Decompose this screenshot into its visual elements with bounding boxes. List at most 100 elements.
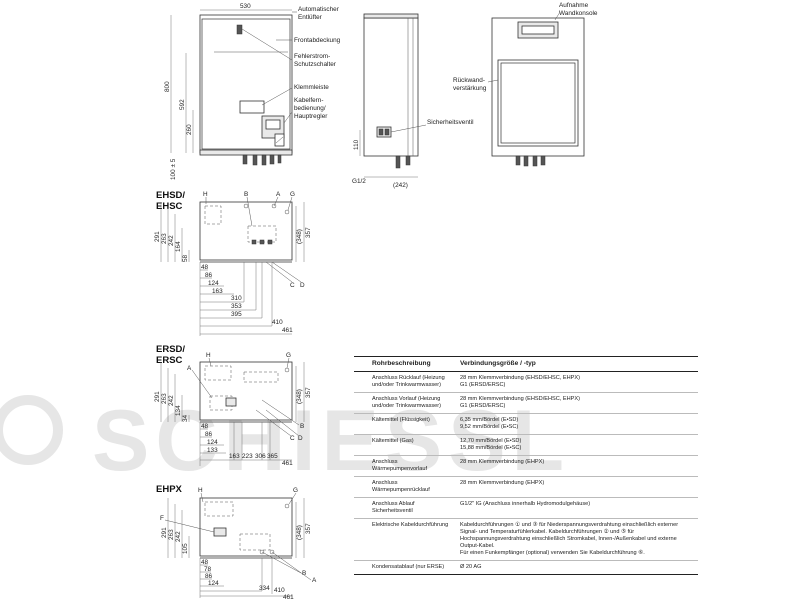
bdim: 133: [207, 447, 218, 454]
table-header-row: Rohrbeschreibung Verbindungsgröße / -typ: [354, 355, 698, 373]
table-row: Anschluss Ablauf Sicherheitsventil G1/2"…: [354, 497, 698, 520]
row-description: Anschluss Rücklauf (Heizung und/oder Tri…: [354, 371, 457, 394]
row-connection: 28 mm Klemmverbindung (EHPX): [457, 476, 698, 499]
row-description: Kältemittel (Gas): [354, 434, 457, 457]
plan-title: ERSD/: [156, 344, 185, 355]
vertical-dimensions: 291 263 242 134 34: [154, 362, 190, 422]
bdim: 124: [207, 439, 218, 446]
right-dimensions: (348) 357: [295, 202, 312, 262]
label-frontabdeckung: Frontabdeckung: [294, 37, 341, 44]
letter-h: H: [206, 352, 211, 359]
vdim: 291: [154, 391, 161, 402]
bdim: 86: [205, 573, 213, 580]
row-connection: Kabeldurchführungen ① und ③ für Niedersp…: [457, 518, 698, 561]
dim-110: 110: [353, 139, 360, 150]
vdim: 242: [168, 235, 175, 246]
letter-f: F: [160, 515, 164, 522]
label-kabelfern-2: bedienung/: [294, 105, 326, 112]
bdim: 223: [242, 453, 253, 460]
vdim: 34: [182, 414, 189, 422]
table-row: Anschluss Rücklauf (Heizung und/oder Tri…: [354, 371, 698, 394]
letter-b: B: [300, 423, 304, 430]
plan-title: EHSD/: [156, 190, 185, 201]
bdim: 334: [259, 585, 270, 592]
label-aufnahme-1: Aufnahme: [559, 2, 589, 9]
bdim: 310: [231, 295, 242, 302]
vdim: 263: [161, 233, 168, 244]
plan-outline: [199, 361, 293, 421]
row-connection: Ø 20 AG: [457, 560, 698, 575]
header-verbindung: Verbindungsgröße / -typ: [457, 355, 698, 373]
bottom-dimensions: 48 78 86 124 334 410 461: [199, 558, 294, 601]
label-rueckwand-1: Rückwand-: [453, 77, 485, 84]
terminal-strip: [239, 100, 265, 114]
vdim: 105: [182, 543, 189, 554]
letter-a: A: [187, 365, 192, 372]
dim-592: 592: [179, 99, 186, 110]
row-connection: 28 mm Klemmverbindung (EHSD/EHSC, EHPX) …: [457, 392, 698, 415]
vdim: 58: [182, 254, 189, 262]
bdim: 461: [282, 460, 293, 467]
rdim: 357: [305, 227, 312, 238]
bdim: 124: [208, 580, 219, 587]
table-row: Anschluss Wärmepumpenrücklauf 28 mm Klem…: [354, 476, 698, 499]
plan-outline: [199, 201, 293, 261]
vdim: 263: [161, 393, 168, 404]
rdim: 357: [305, 523, 312, 534]
pipe-stubs-front: [242, 154, 282, 166]
row-connection: 6,35 mm/Bördel (E•SD) 9,52 mm/Bördel (E•…: [457, 413, 698, 436]
plan-ersd-ersc: ERSD/ ERSC H G A B C D 291 263 242 134: [154, 344, 312, 467]
connection-table: Rohrbeschreibung Verbindungsgröße / -typ…: [354, 355, 698, 575]
label-entluefter-1: Automatischer: [298, 6, 340, 13]
letter-c: C: [290, 282, 295, 289]
rear-view: Aufnahme Wandkonsole Rückwand- verstärku…: [453, 2, 598, 167]
letter-a: A: [276, 191, 281, 198]
bdim: 78: [204, 566, 212, 573]
table-row: Elektrische Kabeldurchführung Kabeldurch…: [354, 518, 698, 561]
plan-outline: [199, 497, 293, 557]
row-description: Kältemittel (Flüssigkeit): [354, 413, 457, 436]
table-row: Kondensatablauf (nur ERSE) Ø 20 AG: [354, 560, 698, 575]
vdim: 242: [168, 395, 175, 406]
bdim: 353: [231, 303, 242, 310]
label-kabelfern-3: Hauptregler: [294, 113, 328, 120]
rdim: (348): [296, 525, 303, 540]
header-rohrbeschreibung: Rohrbeschreibung: [354, 355, 457, 373]
letter-d: D: [298, 435, 303, 442]
row-connection: 28 mm Klemmverbindung (EHSD/EHSC, EHPX) …: [457, 371, 698, 394]
letter-d: D: [300, 282, 305, 289]
front-view: 530 800 592 260 100 ± 5 Automatischer En…: [164, 3, 341, 180]
rdim: (348): [296, 389, 303, 404]
bdim: 48: [201, 559, 209, 566]
bdim: 306: [255, 453, 266, 460]
table-row: Kältemittel (Gas) 12,70 mm/Bördel (E•SD)…: [354, 434, 698, 457]
vertical-dimensions: 291 263 242 105: [161, 498, 190, 558]
bdim: 86: [205, 431, 213, 438]
bdim: 461: [283, 594, 294, 601]
bdim: 124: [208, 280, 219, 287]
row-description: Anschluss Vorlauf (Heizung und/oder Trin…: [354, 392, 457, 415]
label-klemmleiste: Klemmleiste: [294, 84, 329, 91]
bdim: 410: [272, 319, 283, 326]
plan-title: EHPX: [156, 484, 183, 495]
row-description: Elektrische Kabeldurchführung: [354, 518, 457, 561]
bdim: 461: [282, 327, 293, 334]
dim-260: 260: [186, 124, 193, 135]
letter-h: H: [203, 191, 208, 198]
bottom-dimensions: 48 86 124 133 163 223 306 365 461: [199, 422, 293, 467]
letter-b: B: [302, 570, 306, 577]
bdim: 163: [212, 288, 223, 295]
letter-a: A: [312, 577, 317, 584]
vdim: 164: [175, 241, 182, 252]
label-aufnahme-2: Wandkonsole: [559, 10, 598, 17]
letter-h: H: [198, 487, 203, 494]
rdim: (348): [296, 229, 303, 244]
vdim: 242: [175, 531, 182, 542]
plan-title-line2: EHSC: [156, 201, 183, 212]
vdim: 263: [168, 529, 175, 540]
label-sicherheitsventil: Sicherheitsventil: [427, 119, 474, 126]
table-row: Anschluss Wärmepumpenvorlauf 28 mm Klemm…: [354, 455, 698, 478]
table-row: Kältemittel (Flüssigkeit) 6,35 mm/Bördel…: [354, 413, 698, 436]
label-fehlerstrom-1: Fehlerstrom-: [294, 53, 330, 60]
